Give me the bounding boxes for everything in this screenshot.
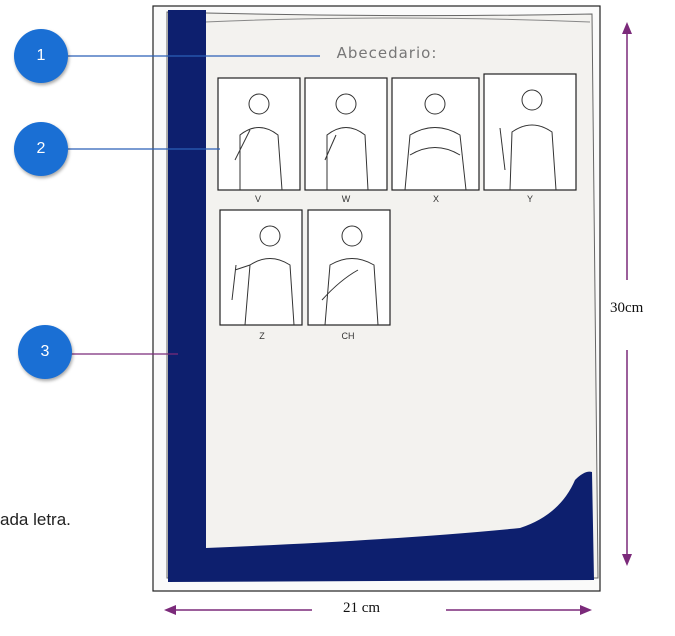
figure-y [499, 89, 557, 191]
sheet-title: Abecedario: [337, 44, 438, 62]
callout-1: 1 [14, 29, 68, 83]
paper-curl [204, 17, 591, 23]
caption-y: Y [527, 194, 533, 204]
width-dimension [164, 605, 592, 615]
figure-x [404, 93, 467, 191]
callout-3: 3 [18, 325, 72, 379]
blue-border [168, 10, 594, 582]
figure-v [234, 93, 283, 191]
caption-z: Z [259, 331, 265, 341]
figure-ch [321, 225, 379, 326]
card-z [219, 209, 303, 326]
width-label: 21 cm [343, 600, 381, 617]
sign-figures [231, 89, 557, 326]
figure-w [324, 93, 369, 191]
card-ch [307, 209, 391, 326]
caption-x: X [433, 194, 439, 204]
side-note: ada letra. [0, 510, 71, 529]
caption-w: W [342, 194, 351, 204]
card-y [483, 73, 577, 191]
caption-ch: CH [342, 331, 355, 341]
callout-2: 2 [14, 122, 68, 176]
height-dimension [622, 22, 632, 566]
letter-cards [217, 73, 577, 326]
card-x [391, 77, 480, 191]
height-label: 30cm [610, 300, 644, 317]
figure-z [231, 225, 295, 326]
card-w [304, 77, 388, 191]
card-v [217, 77, 301, 191]
caption-v: V [255, 194, 261, 204]
